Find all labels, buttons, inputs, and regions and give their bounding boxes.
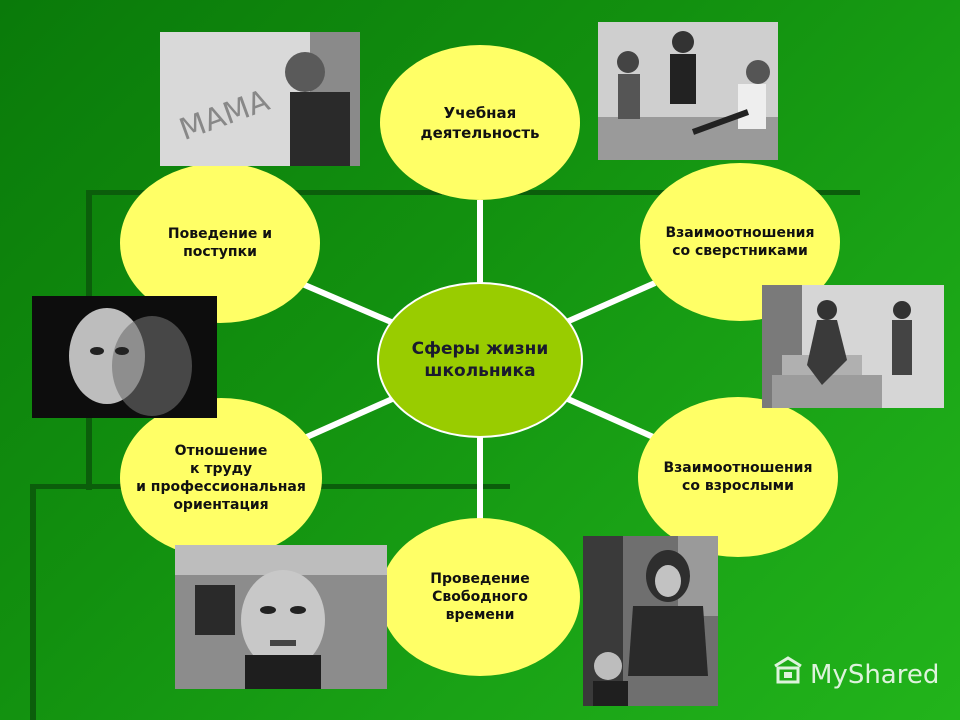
node-work-label: Отношение к труду и профессиональная ори…: [136, 443, 306, 513]
photo-boy-running-alley: [762, 285, 944, 408]
photo-teens-hoodie: [583, 536, 718, 706]
node-leisure: Проведение Свободного времени: [380, 518, 580, 676]
node-adults-label: Взаимоотношения со взрослыми: [663, 460, 813, 494]
watermark-brand: MyShared: [772, 656, 939, 693]
photo-angry-boy: [175, 545, 387, 689]
node-adults: Взаимоотношения со взрослыми: [638, 397, 838, 557]
photo-boys-fighting: [598, 22, 778, 160]
node-work: Отношение к труду и профессиональная ори…: [120, 398, 322, 558]
decor-band-left2: [30, 484, 36, 720]
brand-logo-icon: [772, 656, 804, 693]
center-label: Сферы жизни школьника: [411, 339, 549, 381]
node-behavior-label: Поведение и поступки: [167, 226, 273, 260]
brand-name: MyShared: [810, 659, 940, 690]
node-study-label: Учебная деятельность: [420, 103, 540, 142]
node-peers-label: Взаимоотношения со сверстниками: [665, 225, 815, 259]
center-node: Сферы жизни школьника: [377, 282, 583, 438]
node-leisure-label: Проведение Свободного времени: [430, 571, 530, 623]
photo-boy-writing-mama: МАМА: [160, 32, 360, 166]
photo-girl-smoke: [32, 296, 217, 418]
node-study: Учебная деятельность: [380, 45, 580, 200]
